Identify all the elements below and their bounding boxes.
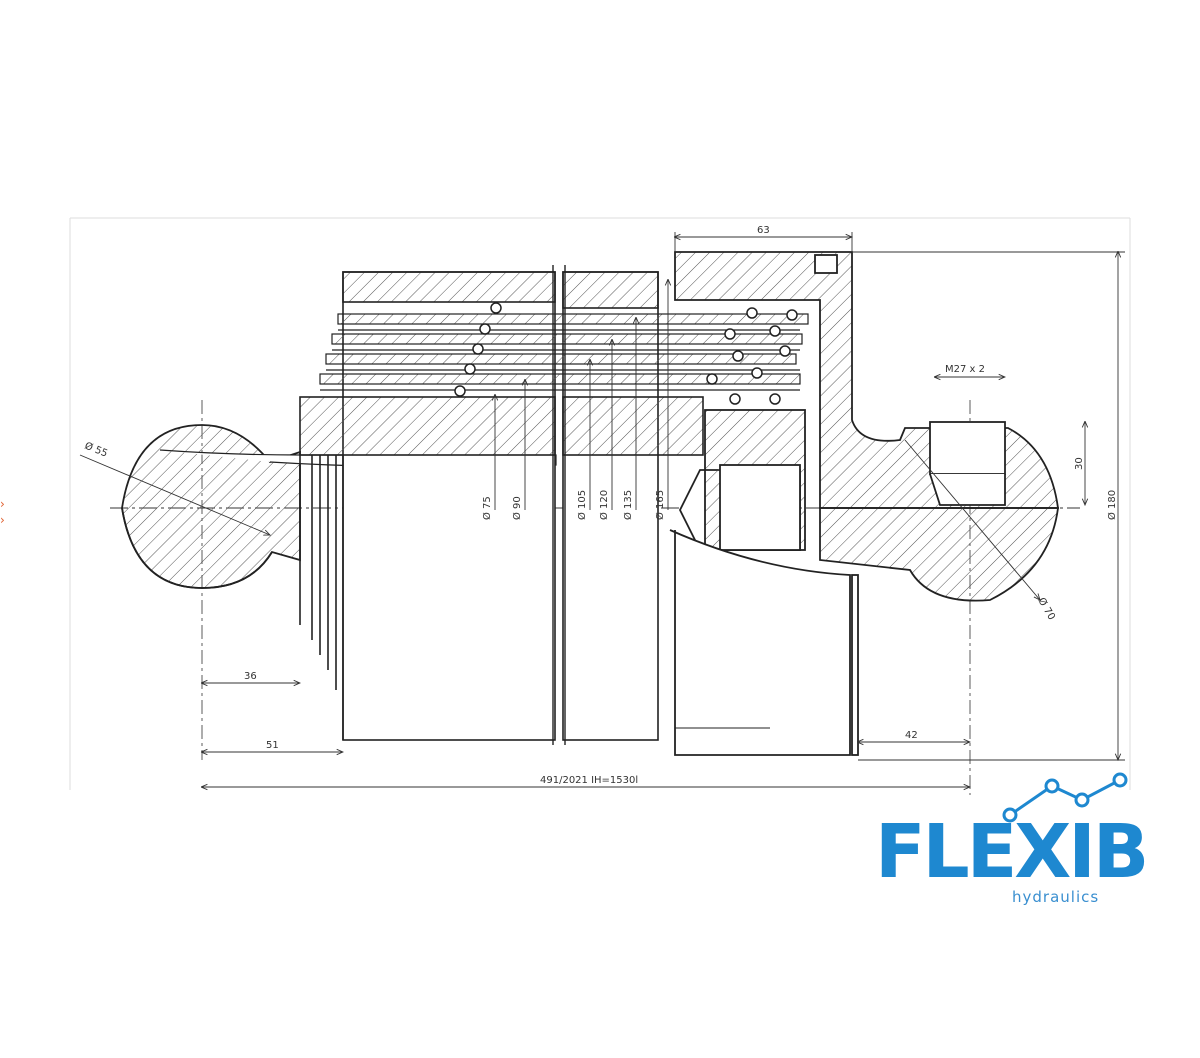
dim-d120: Ø 120 [598, 490, 610, 520]
dim-d135: Ø 135 [622, 490, 634, 520]
break-lines [552, 265, 566, 745]
dim-d55: Ø 55 [83, 440, 110, 460]
dim-d105: Ø 105 [576, 490, 588, 520]
dim-total: 491/2021 IH=1530l [540, 775, 638, 786]
dim-thread: M27 x 2 [945, 364, 985, 375]
frame [69, 217, 1131, 790]
o-rings [454, 302, 798, 405]
logo-tagline: hydraulics [1012, 888, 1100, 906]
logo-graph-icon [1002, 772, 1128, 823]
dim-d70: Ø 70 [1035, 596, 1057, 623]
dim-d180: Ø 180 [1106, 490, 1118, 520]
dim-51: 51 [266, 740, 279, 751]
cylinder-head [669, 251, 1060, 756]
edge-mark: ›› [0, 497, 5, 527]
dim-d90: Ø 90 [511, 496, 523, 520]
dim-36: 36 [244, 671, 257, 682]
dim-42: 42 [905, 730, 918, 741]
dim-63: 63 [757, 225, 770, 236]
dim-d75: Ø 75 [481, 496, 493, 520]
dim-d165: Ø 165 [654, 490, 666, 520]
dim-30: 30 [1074, 457, 1085, 470]
seal-bands [319, 313, 809, 391]
logo-wordmark: FLEXIB [875, 809, 1149, 895]
dimension-lines [79, 232, 1125, 787]
